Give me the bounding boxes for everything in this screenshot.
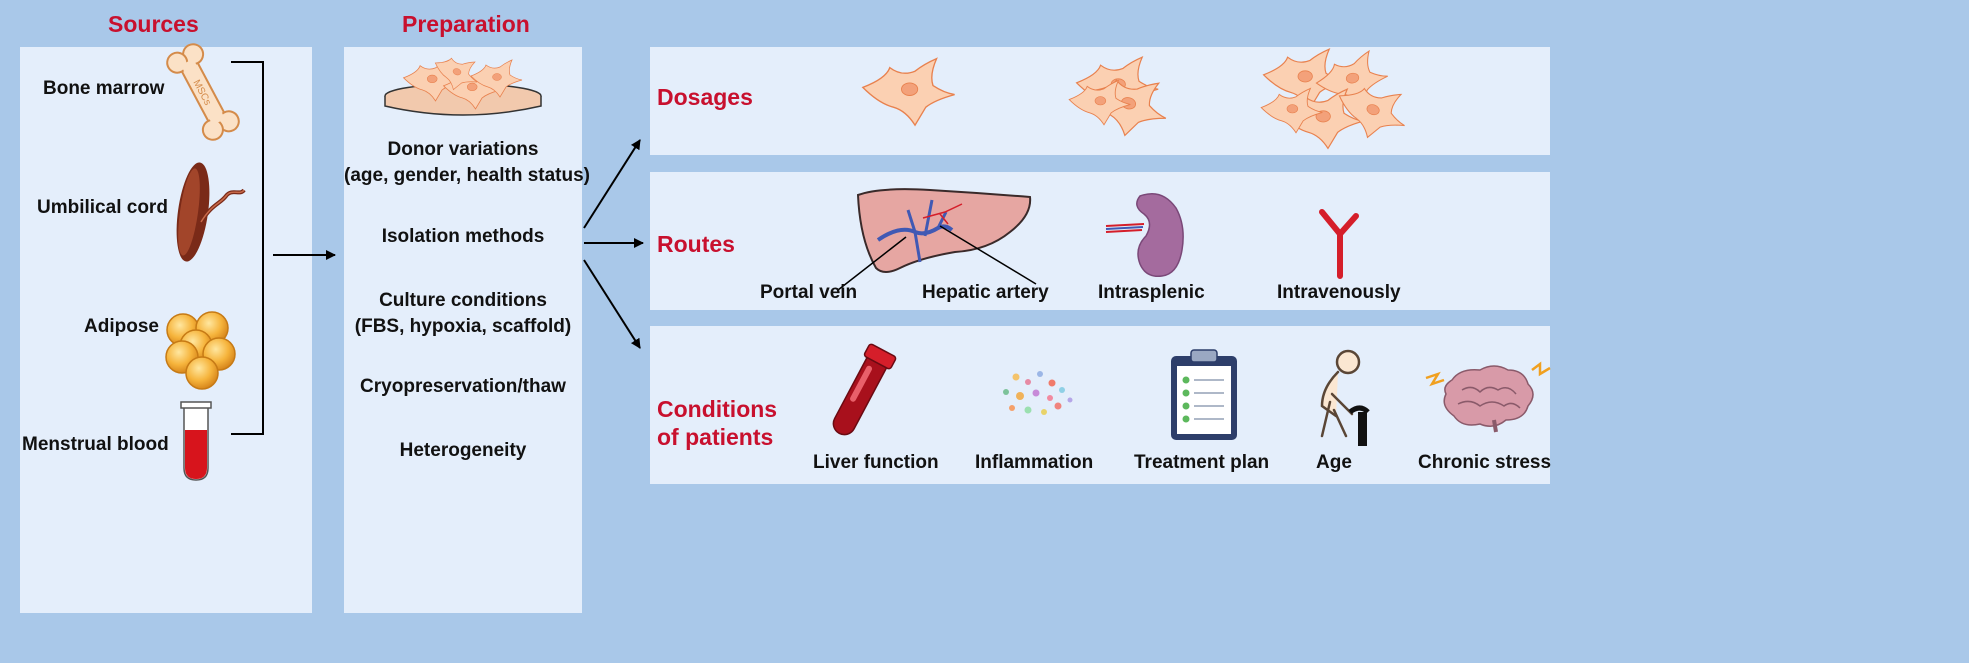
hepatic-artery-pointer xyxy=(939,225,1037,285)
sources-heading: Sources xyxy=(108,11,199,37)
inflammation-dots-icon xyxy=(1003,371,1073,415)
petri-dish-icon xyxy=(384,49,542,116)
clipboard-icon xyxy=(1171,349,1237,440)
blood-vial-icon xyxy=(832,343,897,436)
prep-culture-conditions: Culture conditions (FBS, hypoxia, scaffo… xyxy=(344,288,582,340)
prep-cryopreservation: Cryopreservation/thaw xyxy=(360,376,566,397)
preparation-heading: Preparation xyxy=(402,11,530,37)
elderly-person-icon xyxy=(1320,349,1361,438)
label-portal-vein: Portal vein xyxy=(760,282,858,303)
label-inflammation: Inflammation xyxy=(975,452,1094,473)
prep-donor-line1: Donor variations xyxy=(387,139,539,160)
label-chronic-stress: Chronic stress xyxy=(1418,452,1552,473)
portal-vein-pointer xyxy=(837,236,907,291)
preparation-panel xyxy=(344,47,582,613)
walking-cane xyxy=(1358,412,1367,446)
sources-bracket xyxy=(231,61,264,435)
label-bone-marrow: Bone marrow xyxy=(43,78,165,99)
arrow-to-dosages xyxy=(583,139,641,229)
cane-handle xyxy=(1348,405,1370,415)
label-umbilical-cord: Umbilical cord xyxy=(37,197,168,218)
liver-icon xyxy=(856,188,1032,273)
conditions-heading: Conditions of patients xyxy=(657,395,777,451)
label-age: Age xyxy=(1316,452,1352,473)
label-treatment-plan: Treatment plan xyxy=(1134,452,1270,473)
sources-panel xyxy=(20,47,312,613)
prep-culture-line1: Culture conditions xyxy=(379,290,547,311)
prep-isolation-methods: Isolation methods xyxy=(381,226,545,247)
label-hepatic-artery: Hepatic artery xyxy=(922,282,1049,303)
prep-donor-variations: Donor variations (age, gender, health st… xyxy=(344,137,590,189)
prep-heterogeneity: Heterogeneity xyxy=(399,440,527,461)
brain-icon xyxy=(1425,361,1551,433)
bone-icon: MSCs xyxy=(166,43,240,141)
adipose-icon xyxy=(165,311,236,390)
conditions-panel xyxy=(650,326,1550,484)
label-intrasplenic: Intrasplenic xyxy=(1098,282,1205,303)
vein-icon xyxy=(1319,209,1359,279)
label-liver-function: Liver function xyxy=(813,452,939,473)
label-intravenously: Intravenously xyxy=(1277,282,1401,303)
spleen-icon xyxy=(1105,193,1184,277)
prep-donor-line2: (age, gender, health status) xyxy=(344,165,590,186)
conditions-heading-line2: of patients xyxy=(657,424,774,450)
conditions-heading-line1: Conditions xyxy=(657,396,778,422)
label-adipose: Adipose xyxy=(84,316,159,337)
blood-tube-icon xyxy=(180,401,212,481)
prep-culture-line2: (FBS, hypoxia, scaffold) xyxy=(354,316,572,337)
routes-heading: Routes xyxy=(657,231,735,257)
routes-panel xyxy=(650,172,1550,310)
dosages-heading: Dosages xyxy=(657,84,753,110)
arrow-to-conditions xyxy=(583,259,641,349)
label-menstrual-blood: Menstrual blood xyxy=(22,434,169,455)
placenta-icon xyxy=(176,162,246,262)
